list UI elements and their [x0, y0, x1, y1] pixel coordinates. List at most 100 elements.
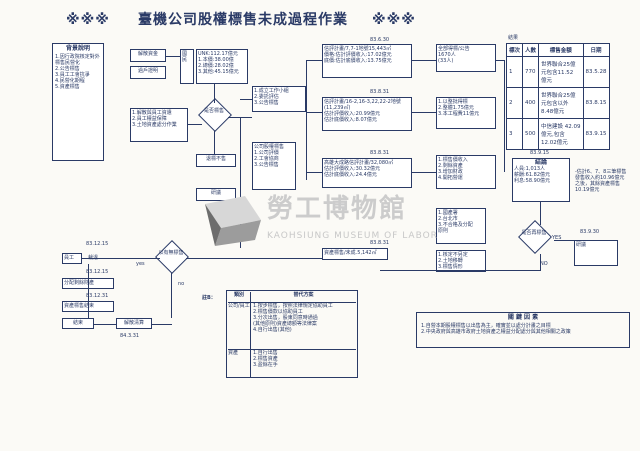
yes-label: YES: [552, 235, 562, 241]
decision-label: 是否標售: [203, 108, 224, 114]
table-cell: 中信建設 42.09 億元,包含 12.02億元: [538, 118, 584, 150]
parcel-box-1: 信評計畫/7,7-1地號15,443㎡ 價格:估計評價收入:17.02億元 底價…: [322, 44, 412, 78]
no-label: NO: [540, 261, 548, 267]
key-point-item: 2.中央政府與高雄市政府土地資產之權益分配處分與其他相關之政策: [421, 329, 571, 335]
connector-line: [380, 270, 541, 271]
review-box: 研議: [196, 188, 236, 201]
connector-line: [171, 273, 172, 318]
alternatives-header-cell: 替代方案: [293, 292, 314, 298]
table-cell: 資產: [228, 350, 251, 377]
connector-line: [240, 99, 252, 100]
connector-line: [306, 112, 322, 113]
watermark-subtext: KAOHSIUNG MUSEUM OF LABOR: [267, 231, 438, 241]
bid-result-line: 3.本工程費11億元: [438, 111, 480, 117]
connector-line: [188, 124, 202, 125]
end-box: 結束: [62, 318, 94, 329]
connector-line: [306, 172, 322, 173]
connector-line: [306, 60, 307, 180]
winning-bid-box: 全部得標/公告 1670人 (33人): [436, 44, 496, 72]
decision-label: 以有無標售: [158, 250, 184, 256]
no-label: no: [178, 281, 185, 287]
connector-line: [496, 60, 504, 61]
conclusion-box: 結論 人員:1,013人 薪酬:61.82億元 利息:58.90億元: [512, 158, 570, 202]
connector-line: [306, 60, 322, 61]
liquidation-box: 解散清算: [116, 318, 152, 329]
connector-line: [94, 324, 116, 325]
table-row: 2 400 世界聯合25億 元包含以外 8.48億元 83.8.15: [505, 87, 610, 119]
parcel-box-2: 信評計畫/16-2,16-3,22,22-2地號 (11,239㎡) 估計評價收…: [322, 97, 412, 131]
stock-sale-line: 1.公司評價: [254, 150, 279, 156]
approval-line: 3.標售情形: [438, 264, 463, 270]
table-cell: 1.自行出售 2.標售資產 3.盈餘在手: [253, 350, 278, 368]
winning-bid-line: 全部得標/公告: [438, 46, 470, 52]
table-cell: 1: [505, 56, 524, 88]
approval-line: 2.土地移轉: [438, 258, 463, 264]
stock-sale-box: 公司股權標售 1.公司評價 2.工會協商 3.公告標售: [252, 142, 296, 190]
conclusion-heading: 結論: [534, 159, 547, 166]
parcel-line: 信評計畫/16-2,16-3,22,22-2地號: [324, 99, 401, 105]
table-cell: 1.按步標售，按照法律規定協助員工 2.標售價款以協助員工 3.分次出售，股東同…: [253, 303, 333, 333]
stock-sale-line: 2.工會協商: [254, 156, 279, 162]
result-table: 標次 人數 標售金額 日期 1 770 世界聯合25億 元包含11.52 億元 …: [505, 43, 610, 150]
plan-item: 2.員工權益保障: [132, 116, 167, 122]
yes-label: yes: [136, 261, 145, 267]
date-label: 83.9.15: [530, 150, 550, 156]
stock-sale-line: 公司股權標售: [254, 144, 285, 150]
allocation-line: 2.台北市: [438, 216, 458, 222]
date-label: 83.8.31: [370, 89, 390, 95]
key-points-heading: 關 鍵 因 素: [507, 314, 539, 321]
revenue-line: 3.增加財政: [438, 169, 463, 175]
side-note-line: 10.19億元: [575, 187, 600, 193]
connector-line: [88, 264, 89, 318]
date-label: 83.12.15: [86, 269, 109, 275]
employee-box: 員工: [62, 253, 82, 264]
connector-line: [554, 240, 574, 241]
connector-line: [228, 117, 252, 118]
parcel-line: 價格:估計評價收入:17.02億元: [324, 52, 392, 58]
table-cell: 83.5.28: [582, 56, 610, 88]
decision-diamond: [518, 220, 552, 254]
table-cell: 83.9.15: [582, 118, 610, 150]
background-item: 4.民營化期程: [55, 78, 85, 84]
date-label: 84.3.31: [120, 333, 140, 339]
bid-result-box: 1.以整批得標 2.整體1.75億元 3.本工程費11億元: [436, 97, 496, 129]
table-cell: 400: [522, 87, 540, 119]
date-label: 83.12.31: [86, 293, 109, 299]
table-cell: 公司/員工: [228, 303, 251, 349]
background-heading: 背景說明: [65, 45, 90, 52]
plan-box: 1.解散與員工資遣 2.員工權益保障 3.土地資產處分作業: [130, 108, 188, 142]
parcel-line: (11,239㎡): [324, 105, 351, 111]
decision-diamond: [155, 240, 189, 274]
alternatives-label: 註B：: [202, 295, 216, 301]
museum-logo-icon: [205, 196, 261, 246]
table-cell: 500: [522, 118, 540, 150]
result-header-cell: 標售金額: [538, 43, 584, 57]
table-cell: 世界聯合25億 元包含11.52 億元: [538, 56, 584, 88]
side-note-line: 發售收入約10.96億元: [575, 175, 625, 181]
date-label: 83.8.31: [370, 150, 390, 156]
winning-bid-line: 1670人: [438, 52, 456, 58]
connector-line: [166, 56, 180, 57]
value-line: 3.其他:45.15億元: [198, 69, 239, 75]
alternatives-header: 類別 替代方案: [228, 292, 356, 303]
approval-box: 1.核定不另定 2.土地移轉 3.標售情形: [436, 250, 486, 272]
conclusion-line: 利息:58.90億元: [514, 178, 550, 184]
table-cell: 770: [522, 56, 540, 88]
revenue-box: 1.標售價收入 2.剩餘資產 3.增加財政 4.開拓營運: [436, 155, 496, 189]
winning-bid-line: (33人): [438, 58, 454, 64]
step-box: 1.成立工作小組 2.委託評估 3.公告標售: [252, 86, 306, 112]
parcel-box-3: 高雄大成路信評計畫/32,080㎡ 估計評價收入:30.32億元 估計底價收入:…: [322, 158, 412, 188]
parcel-box-4: 資產標售/未成.5,142㎡: [322, 248, 388, 260]
conclusion-line: 人員:1,013人: [514, 166, 545, 172]
connector-line: [82, 258, 160, 259]
alternatives-table: 類別 替代方案 公司/員工 1.按步標售，按照法律規定協助員工 2.標售價款以協…: [226, 290, 358, 378]
bid-result-line: 2.整體1.75億元: [438, 105, 474, 111]
background-item: 5.資產標售: [55, 84, 80, 90]
plan-item: 1.解散與員工資遣: [132, 110, 172, 116]
connector-line: [214, 131, 215, 154]
side-note: -估計6、7、8三筆標售 發售收入約10.96億元 之後，其餘資產標售 10.1…: [574, 168, 632, 206]
connector-line: [186, 258, 322, 259]
plan-item: 3.土地資產處分作業: [132, 122, 177, 128]
watermark-text: 勞工博物館: [267, 194, 408, 224]
